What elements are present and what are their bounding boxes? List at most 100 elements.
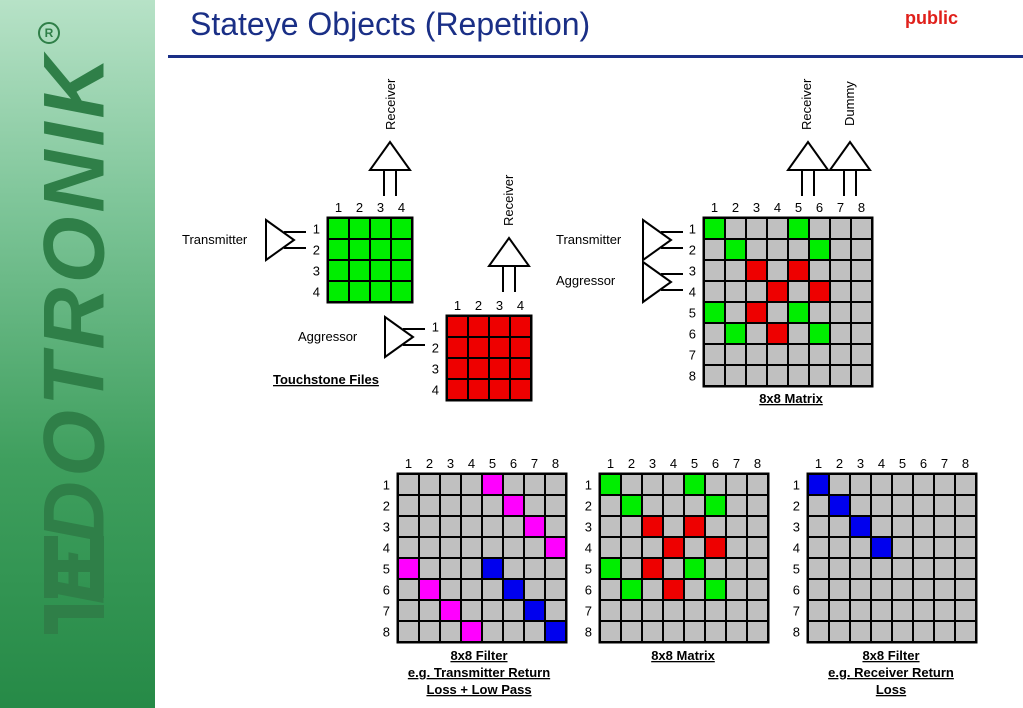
filter-rx-caption-2: e.g. Receiver Return <box>828 665 954 680</box>
company-logo-icon <box>44 536 104 634</box>
top-matrix-cell <box>747 345 766 364</box>
filter-tx-cell <box>483 496 502 515</box>
top-matrix-cell <box>852 345 871 364</box>
filter-tx-row-label: 4 <box>383 541 390 556</box>
transmitter-label-left: Transmitter <box>182 232 248 247</box>
bottom-matrix-cell <box>601 517 620 536</box>
filter-rx-row-label: 6 <box>793 583 800 598</box>
bottom-matrix-row-label: 3 <box>585 520 592 535</box>
top-matrix-cell <box>789 282 808 301</box>
filter-rx-row-label: 3 <box>793 520 800 535</box>
filter-tx-cell <box>483 559 502 578</box>
filter-rx-cell <box>893 475 912 494</box>
tx-matrix-cell <box>350 261 369 280</box>
bottom-matrix-cell <box>664 517 683 536</box>
ag-matrix-cell <box>511 338 530 357</box>
filter-rx-cell <box>935 496 954 515</box>
top-matrix-cell <box>852 282 871 301</box>
tx-matrix-cell <box>329 219 348 238</box>
filter-tx-cell <box>525 601 544 620</box>
top-matrix-cell <box>768 240 787 259</box>
bottom-matrix-cell <box>748 580 767 599</box>
bottom-matrix-cell <box>664 601 683 620</box>
filter-rx-cell <box>830 580 849 599</box>
filter-rx-cell <box>893 538 912 557</box>
filter-tx-cell <box>504 475 523 494</box>
top-matrix-cell <box>789 240 808 259</box>
ag-matrix-row-label: 1 <box>432 320 439 335</box>
filter-rx-caption-3: Loss <box>876 682 906 697</box>
bottom-matrix-row-label: 4 <box>585 541 592 556</box>
filter-tx-col-label: 5 <box>489 456 496 471</box>
filter-tx-caption-1: 8x8 Filter <box>450 648 507 663</box>
filter-rx-cell <box>956 622 975 641</box>
filter-rx-cell <box>956 559 975 578</box>
filter-tx-cell <box>441 580 460 599</box>
bottom-matrix-cell <box>643 496 662 515</box>
filter-tx-col-label: 4 <box>468 456 475 471</box>
filter-tx-cell <box>420 580 439 599</box>
tx-matrix-row-label: 3 <box>313 264 320 279</box>
top-matrix-cell <box>768 219 787 238</box>
receiver-icon <box>828 140 872 171</box>
tx-matrix-row-label: 2 <box>313 243 320 258</box>
top-matrix-cell <box>852 366 871 385</box>
filter-rx-cell <box>872 601 891 620</box>
bottom-matrix-cell <box>706 496 725 515</box>
bottom-matrix-cell <box>706 475 725 494</box>
filter-tx-cell <box>546 538 565 557</box>
ag-matrix-row-label: 3 <box>432 362 439 377</box>
filter-rx-cell <box>830 559 849 578</box>
bottom-matrix-row-label: 8 <box>585 625 592 640</box>
bottom-matrix-cell <box>601 559 620 578</box>
filter-rx-cell <box>935 580 954 599</box>
tx-matrix-cell <box>371 282 390 301</box>
filter-rx-cell <box>935 601 954 620</box>
top-matrix-cell <box>831 324 850 343</box>
tx-matrix-cell <box>371 261 390 280</box>
bottom-matrix-cell <box>643 538 662 557</box>
filter-tx-cell <box>462 559 481 578</box>
top-matrix-row-label: 1 <box>689 222 696 237</box>
tx-matrix-row-label: 1 <box>313 222 320 237</box>
filter-tx-cell <box>441 475 460 494</box>
bottom-matrix-cell <box>748 601 767 620</box>
ag-matrix-cell <box>511 380 530 399</box>
filter-tx-cell <box>483 622 502 641</box>
filter-tx-cell <box>525 475 544 494</box>
tx-matrix-cell <box>392 282 411 301</box>
ag-matrix-row-label: 4 <box>432 383 439 398</box>
filter-rx-cell <box>851 622 870 641</box>
amplifier-symbols <box>265 140 872 359</box>
amplifier-icon <box>642 218 673 262</box>
bottom-matrix-row-label: 2 <box>585 499 592 514</box>
filter-rx-cell <box>935 559 954 578</box>
top-matrix-cell <box>810 219 829 238</box>
filter-tx-row-label: 3 <box>383 520 390 535</box>
filter-rx-cell <box>935 538 954 557</box>
filter-tx-cell <box>525 496 544 515</box>
bottom-matrix-cell <box>601 601 620 620</box>
top-matrix-cell <box>747 282 766 301</box>
filter-rx-cell <box>935 475 954 494</box>
bottom-matrix-cell <box>643 475 662 494</box>
filter-tx-cell <box>420 496 439 515</box>
filter-rx-cell <box>893 496 912 515</box>
filter-rx-cell <box>956 601 975 620</box>
bottom-matrix-cell <box>664 580 683 599</box>
tx-matrix-col-label: 2 <box>356 200 363 215</box>
filter-rx-cell <box>872 622 891 641</box>
bottom-matrix-col-label: 3 <box>649 456 656 471</box>
amplifier-icon <box>384 315 415 359</box>
filter-tx-cell <box>525 622 544 641</box>
receiver-icon <box>786 140 830 171</box>
filter-tx-cell <box>420 517 439 536</box>
filter-tx-cell <box>462 601 481 620</box>
top-matrix-caption: 8x8 Matrix <box>759 391 823 406</box>
bottom-matrix-cell <box>685 475 704 494</box>
bottom-matrix-col-label: 6 <box>712 456 719 471</box>
filter-tx-cell <box>399 622 418 641</box>
filter-rx-row-label: 1 <box>793 478 800 493</box>
top-matrix-cell <box>831 219 850 238</box>
ag-matrix-cell <box>511 317 530 336</box>
